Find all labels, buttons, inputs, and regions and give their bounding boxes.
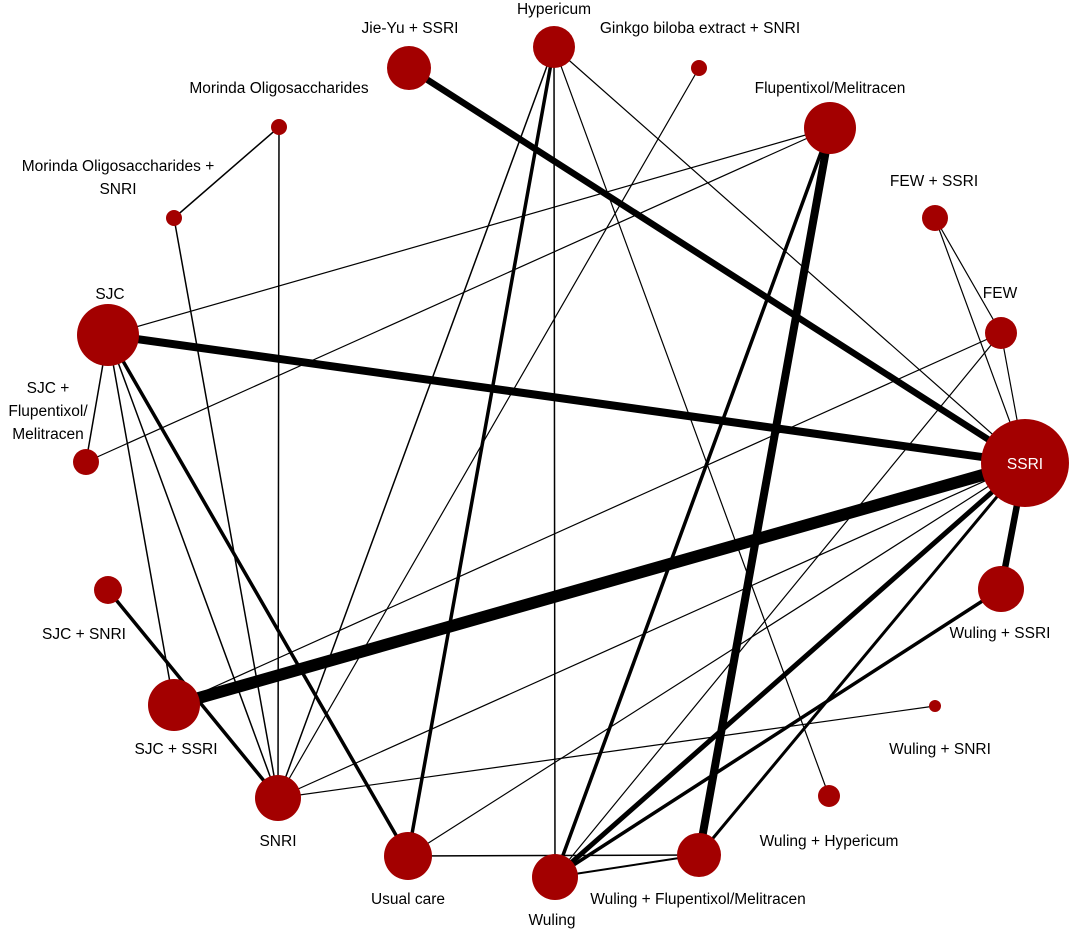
node-few bbox=[985, 317, 1017, 349]
node-label-sjc-snri: SJC + SNRI bbox=[42, 626, 126, 643]
node-morinda-snri bbox=[166, 210, 182, 226]
node-sjc-snri bbox=[94, 576, 122, 604]
node-label-line: Wuling + SSRI bbox=[950, 625, 1051, 642]
node-jieyu-ssri bbox=[387, 46, 431, 90]
node-label-line: Morinda Oligosaccharides bbox=[189, 80, 368, 97]
edge-wuling-wuling_flup bbox=[554, 854, 700, 878]
node-wuling-flup bbox=[677, 833, 721, 877]
node-label-line: SJC + SNRI bbox=[42, 626, 126, 643]
node-label-line: Ginkgo biloba extract + SNRI bbox=[600, 20, 800, 37]
node-label-line: Jie-Yu + SSRI bbox=[362, 20, 459, 37]
node-label-line: SNRI bbox=[259, 833, 296, 850]
node-flupentixol bbox=[804, 102, 856, 154]
node-label-wuling-flup: Wuling + Flupentixol/Melitracen bbox=[590, 891, 806, 908]
node-sjc-flup bbox=[73, 449, 99, 475]
edge-morinda-snri bbox=[277, 126, 280, 799]
edge-hypericum-wuling_hyp bbox=[553, 46, 830, 797]
node-label-line: Wuling + Flupentixol/Melitracen bbox=[590, 891, 806, 908]
edge-hypericum-usual_care bbox=[406, 45, 556, 858]
node-layer bbox=[73, 26, 1069, 900]
node-label-morinda-snri: Morinda Oligosaccharides + SNRI bbox=[22, 158, 215, 198]
node-label-line: Melitracen bbox=[12, 426, 84, 443]
node-sjc bbox=[77, 304, 139, 366]
edge-ssri-usual_care bbox=[407, 462, 1026, 857]
node-snri bbox=[255, 775, 301, 821]
edge-flupentixol-wuling bbox=[553, 126, 832, 879]
node-label-line: SJC + SSRI bbox=[134, 741, 217, 758]
node-label-line: Morinda Oligosaccharides + bbox=[22, 158, 215, 175]
edge-hypericum-snri bbox=[277, 46, 555, 799]
edge-few-wuling bbox=[554, 332, 1002, 878]
node-label-line: FEW + SSRI bbox=[890, 173, 978, 190]
edge-sjc-snri bbox=[107, 334, 279, 799]
edge-hypericum-wuling bbox=[553, 46, 556, 878]
node-morinda bbox=[271, 119, 287, 135]
node-label-line: FEW bbox=[983, 285, 1018, 302]
edge-flupentixol-sjc_flup bbox=[85, 127, 831, 463]
edge-flupentixol-sjc bbox=[107, 127, 831, 336]
node-label-snri: SNRI bbox=[259, 833, 296, 850]
node-label-ginkgo-snri: Ginkgo biloba extract + SNRI bbox=[600, 20, 800, 37]
node-label-sjc-flup: SJC + Flupentixol/Melitracen bbox=[8, 380, 88, 443]
node-label-few: FEW bbox=[983, 285, 1018, 302]
node-label-line: SSRI bbox=[1007, 456, 1043, 473]
node-label-line: Wuling + Hypericum bbox=[760, 833, 899, 850]
node-label-line: Flupentixol/Melitracen bbox=[755, 80, 906, 97]
node-ssri bbox=[981, 419, 1069, 507]
edge-ssri-wuling_flup bbox=[697, 461, 1027, 857]
node-label-morinda: Morinda Oligosaccharides bbox=[189, 80, 368, 97]
node-hypericum bbox=[533, 26, 575, 68]
edge-sjc-usual_care bbox=[106, 333, 410, 858]
node-sjc-ssri bbox=[148, 679, 200, 731]
edge-wuling_snri-snri bbox=[277, 705, 936, 799]
edge-sjc-sjc_ssri bbox=[107, 334, 175, 706]
edge-ssri-wuling bbox=[552, 460, 1028, 880]
node-label-line: Flupentixol/ bbox=[8, 403, 88, 420]
node-label-jieyu-ssri: Jie-Yu + SSRI bbox=[362, 20, 459, 37]
edge-ssri-sjc_ssri bbox=[168, 457, 1031, 711]
node-label-line: SJC + bbox=[27, 380, 70, 397]
edge-wuling_ssri-wuling bbox=[553, 587, 1003, 879]
node-usual-care bbox=[384, 832, 432, 880]
edge-morinda_snri-snri bbox=[173, 217, 279, 799]
edge-morinda-morinda_snri bbox=[173, 126, 280, 219]
node-label-wuling-snri: Wuling + SNRI bbox=[889, 741, 991, 758]
node-label-line: Hypericum bbox=[517, 1, 591, 18]
node-wuling-snri bbox=[929, 700, 941, 712]
node-label-ssri: SSRI bbox=[1007, 456, 1043, 473]
node-label-line: Wuling bbox=[528, 912, 575, 929]
node-label-line: Wuling + SNRI bbox=[889, 741, 991, 758]
node-label-sjc-ssri: SJC + SSRI bbox=[134, 741, 217, 758]
edge-layer bbox=[85, 45, 1031, 880]
node-label-wuling: Wuling bbox=[528, 912, 575, 929]
edge-jieyu_ssri-ssri bbox=[405, 64, 1029, 467]
node-label-hypericum: Hypericum bbox=[517, 1, 591, 18]
edge-hypericum-ssri bbox=[553, 46, 1026, 464]
node-wuling-hyp bbox=[818, 785, 840, 807]
node-label-line: Usual care bbox=[371, 891, 445, 908]
edge-few-sjc_ssri bbox=[173, 332, 1002, 706]
edge-ssri-snri bbox=[277, 462, 1026, 799]
node-label-flupentixol: Flupentixol/Melitracen bbox=[755, 80, 906, 97]
node-few-ssri bbox=[922, 205, 948, 231]
node-label-line: SNRI bbox=[99, 181, 136, 198]
edge-few_ssri-few bbox=[934, 217, 1002, 334]
node-label-wuling-hyp: Wuling + Hypericum bbox=[760, 833, 899, 850]
node-label-sjc: SJC bbox=[95, 286, 124, 303]
node-label-line: SJC bbox=[95, 286, 124, 303]
node-label-usual-care: Usual care bbox=[371, 891, 445, 908]
node-wuling bbox=[532, 854, 578, 900]
node-ginkgo-snri bbox=[691, 60, 707, 76]
node-wuling-ssri bbox=[978, 566, 1024, 612]
node-label-wuling-ssri: Wuling + SSRI bbox=[950, 625, 1051, 642]
node-label-few-ssri: FEW + SSRI bbox=[890, 173, 978, 190]
edge-ginkgo_snri-snri bbox=[277, 67, 700, 799]
edge-sjc-ssri bbox=[104, 331, 1029, 467]
